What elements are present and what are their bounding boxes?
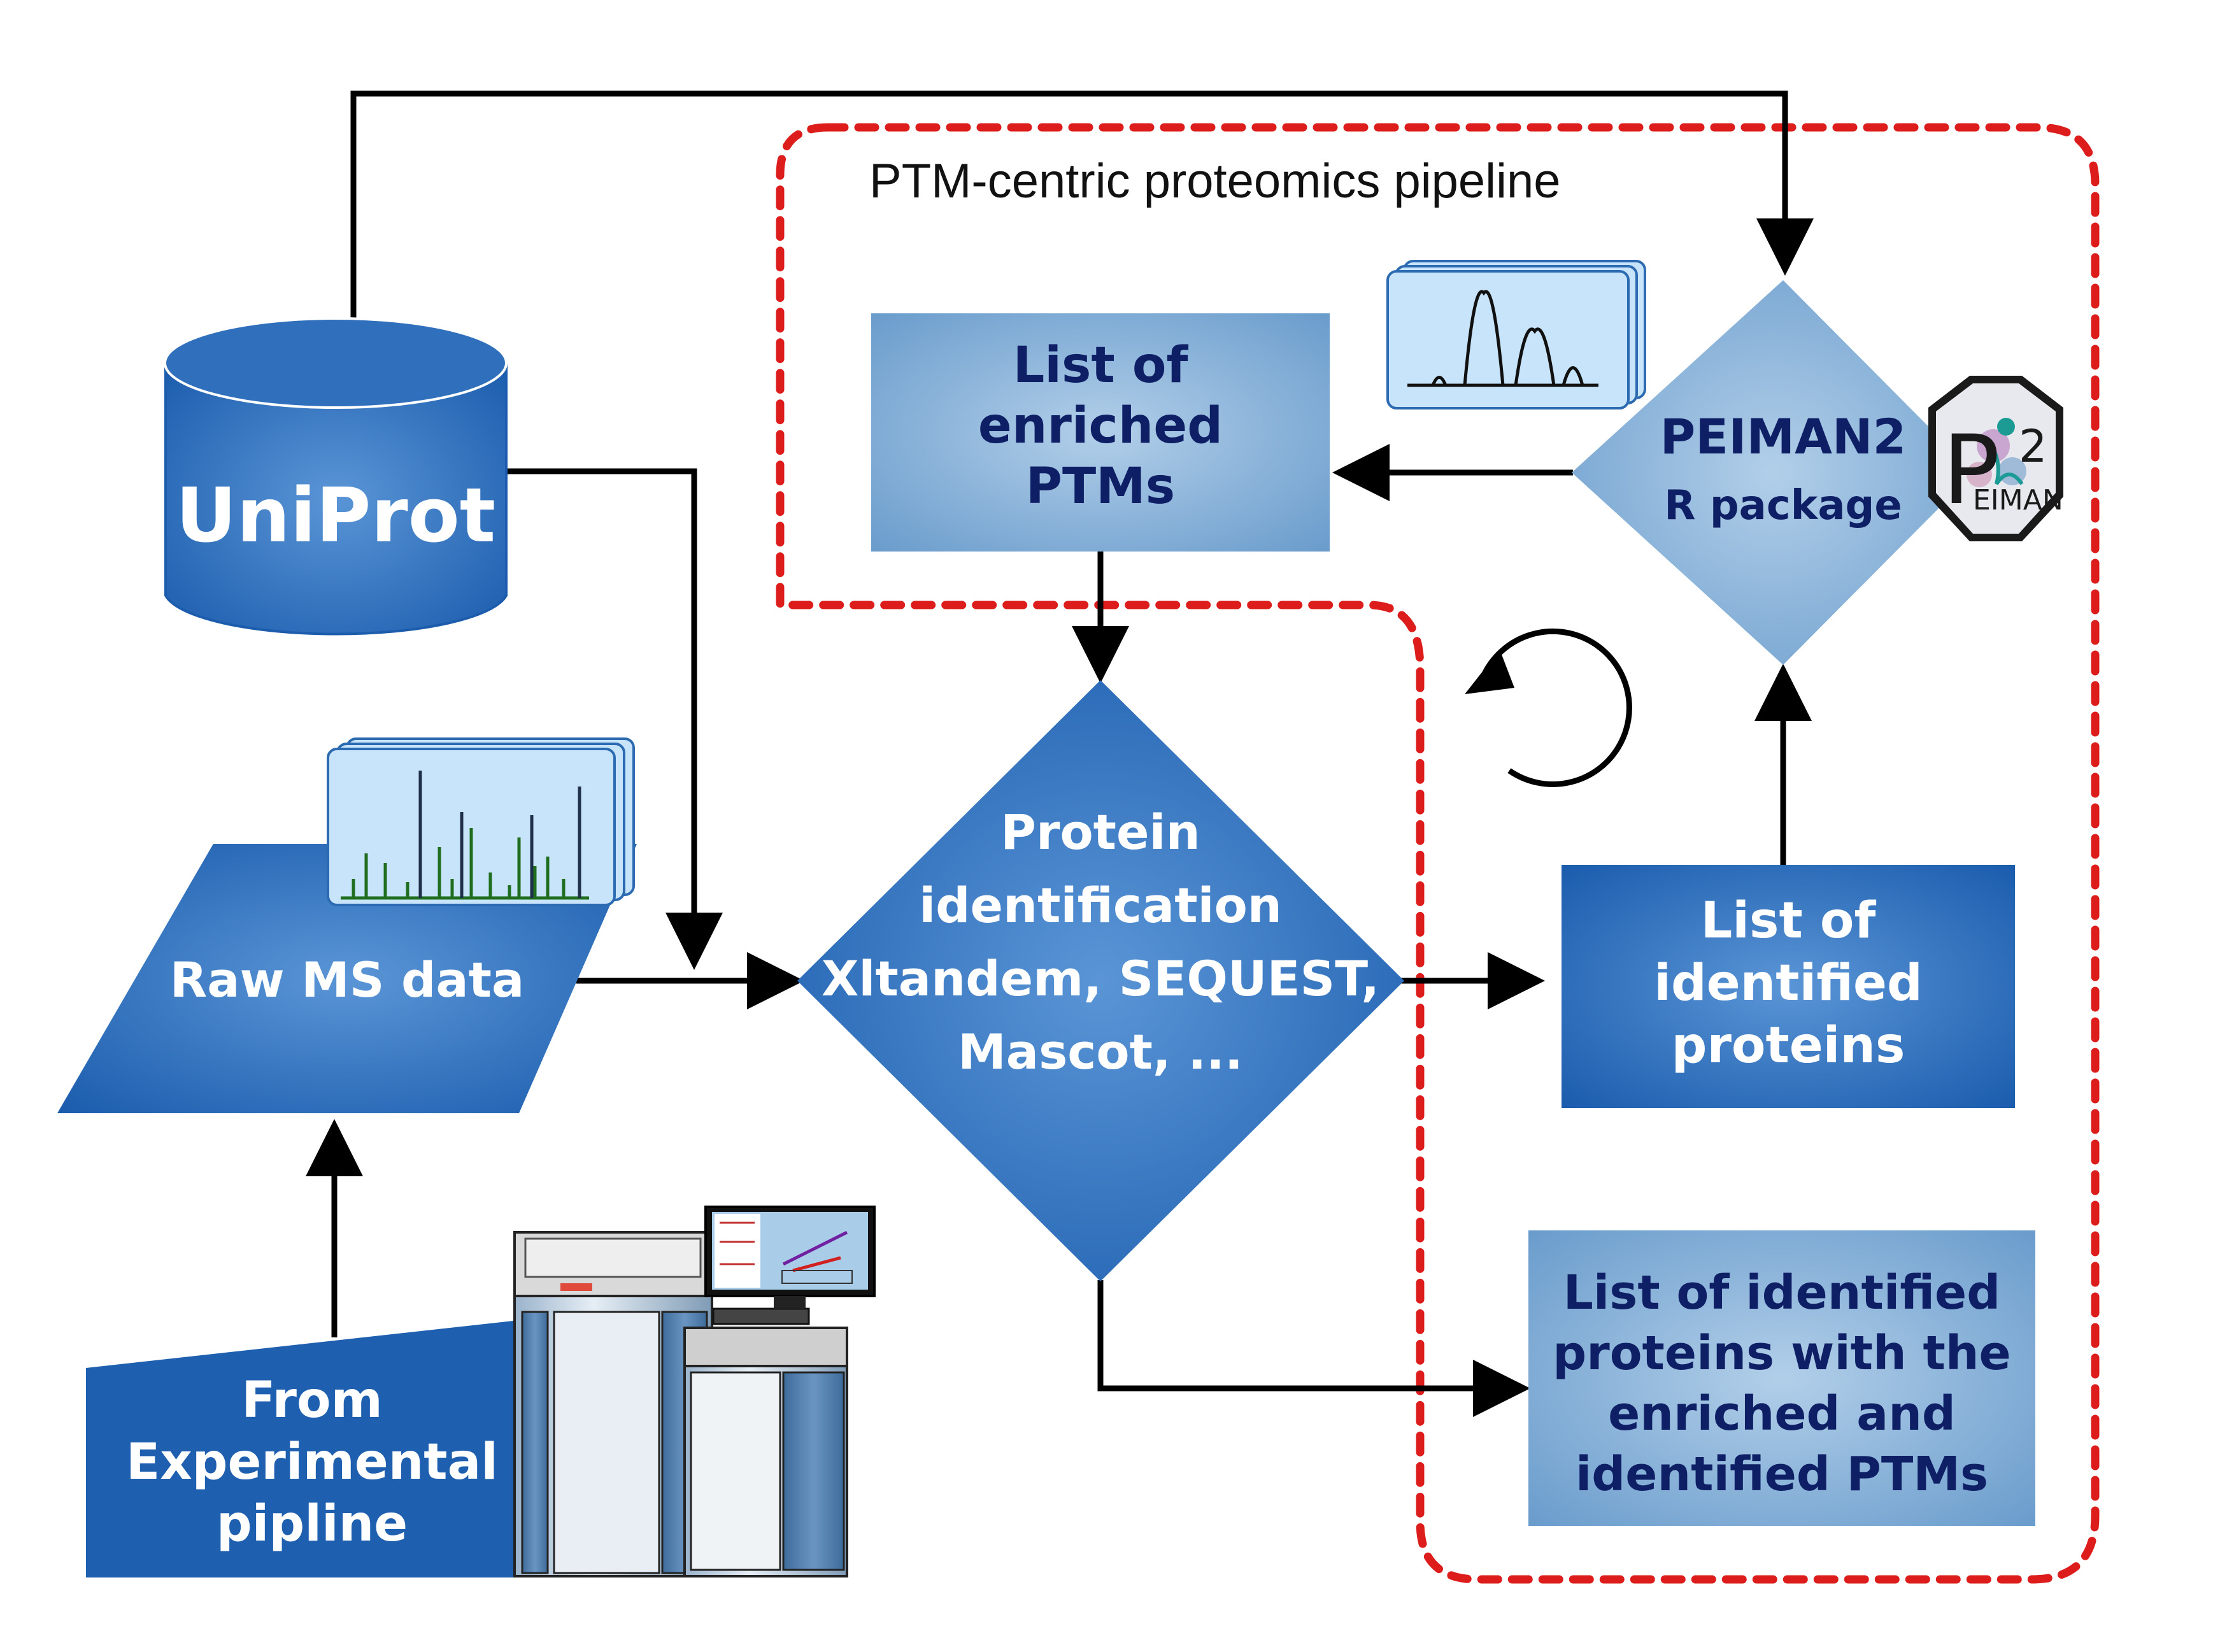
edge-identification-to-final [1097,1280,1530,1417]
enriched-ptms-box[interactable]: List of enriched PTMs [871,313,1330,552]
identified-proteins-line3: proteins [1672,1017,1905,1074]
uniprot-database[interactable]: UniProt [164,317,508,636]
identified-with-ptms-line2: proteins with the [1553,1326,2011,1381]
identified-proteins-box[interactable]: List of identified proteins [1562,865,2015,1108]
peiman2-subtitle: R package [1664,482,1902,529]
from-experimental-line3: pipline [217,1495,408,1553]
protein-identification-line1: Protein [1000,804,1200,860]
identified-with-ptms-box[interactable]: List of identified proteins with the enr… [1528,1230,2035,1526]
pipeline-title: PTM-centric proteomics pipeline [869,154,1561,208]
connectors [306,90,1814,1417]
from-experimental-line1: From [241,1372,383,1429]
from-experimental-line2: Experimental [126,1434,498,1491]
chromatogram-stack-icon [1386,260,1646,409]
identified-proteins-line1: List of [1701,892,1877,950]
uniprot-label: UniProt [176,471,495,559]
identified-with-ptms-line1: List of identified [1563,1265,2000,1320]
logo-letter-p: P [1942,415,2000,526]
ms-spectrum-stack-icon [327,737,635,906]
raw-ms-data[interactable]: Raw MS data [57,844,637,1113]
protein-identification-line4: Mascot, ... [958,1023,1243,1080]
edge-uniprot-to-identification [506,468,723,970]
enriched-ptms-line1: List of [1013,337,1189,394]
mass-spectrometer-icon [513,1206,876,1577]
peiman2-title: PEIMAN2 [1660,408,1907,465]
protein-identification-line2: identification [919,877,1282,934]
identified-with-ptms-line3: enriched and [1608,1386,1956,1441]
enriched-ptms-line3: PTMs [1026,458,1175,515]
raw-ms-label: Raw MS data [170,951,525,1008]
enriched-ptms-line2: enriched [978,397,1223,455]
identified-with-ptms-line4: identified PTMs [1576,1447,1988,1502]
protein-identification-line3: Xltandem, SEQUEST, [822,950,1379,1007]
from-experimental-pipeline[interactable]: From Experimental pipline [86,1317,548,1577]
logo-superscript: 2 [2019,420,2047,473]
edge-uniprot-to-peiman2 [350,90,1814,318]
pipeline-boundary [776,123,2100,1584]
peiman-hex-logo: P 2 EIMAN [1928,376,2063,541]
cycle-arrow-icon [1465,628,1632,787]
peiman2-diamond[interactable]: PEIMAN2 R package [1572,280,1974,665]
logo-text: EIMAN [1973,484,2063,516]
protein-identification-diamond[interactable]: Protein identification Xltandem, SEQUEST… [797,680,1404,1281]
identified-proteins-line2: identified [1654,955,1923,1012]
